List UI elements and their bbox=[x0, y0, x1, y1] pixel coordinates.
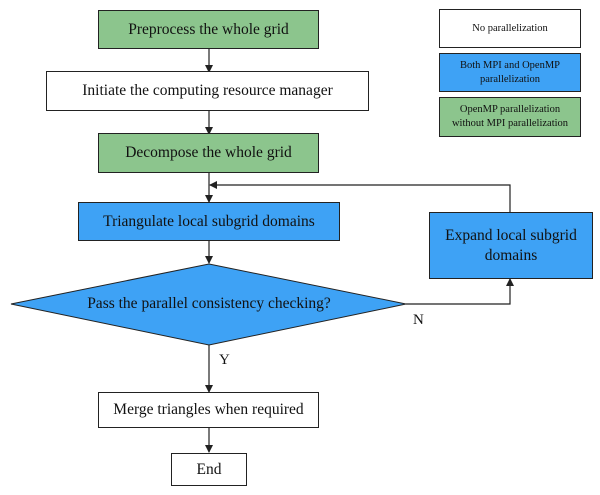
legend-mpi-openmp-label: Both MPI and OpenMP parallelization bbox=[459, 59, 561, 85]
step-decompose-label: Decompose the whole grid bbox=[125, 144, 292, 162]
legend-mpi-openmp: Both MPI and OpenMP parallelization bbox=[439, 53, 581, 92]
step-triangulate: Triangulate local subgrid domains bbox=[78, 202, 340, 241]
legend-openmp-only-label: OpenMP parallelization without MPI paral… bbox=[451, 104, 569, 129]
step-check-label: Pass the parallel consistency checking? bbox=[87, 295, 331, 313]
step-preprocess-label: Preprocess the whole grid bbox=[128, 20, 289, 38]
step-end-label: End bbox=[196, 460, 222, 478]
label-yes: Y bbox=[219, 352, 230, 368]
step-expand: Expand local subgrid domains bbox=[429, 212, 593, 279]
step-check: Pass the parallel consistency checking? bbox=[60, 290, 358, 318]
step-initiate: Initiate the computing resource manager bbox=[46, 71, 369, 111]
arrow-check-to-expand bbox=[406, 278, 514, 305]
step-initiate-label: Initiate the computing resource manager bbox=[82, 82, 333, 100]
step-expand-label: Expand local subgrid domains bbox=[445, 227, 577, 264]
legend-openmp-only: OpenMP parallelization without MPI paral… bbox=[439, 97, 581, 137]
step-decompose: Decompose the whole grid bbox=[98, 133, 319, 173]
decision-diamond bbox=[10, 263, 407, 346]
legend-no-parallelization-label: No parallelization bbox=[472, 22, 548, 34]
legend-no-parallelization: No parallelization bbox=[439, 9, 581, 48]
step-triangulate-label: Triangulate local subgrid domains bbox=[103, 212, 315, 230]
label-no: N bbox=[413, 312, 424, 328]
step-preprocess: Preprocess the whole grid bbox=[98, 10, 319, 49]
step-merge-label: Merge triangles when required bbox=[113, 401, 304, 419]
arrow-expand-to-loop bbox=[209, 181, 511, 212]
step-end: End bbox=[171, 453, 247, 486]
step-merge: Merge triangles when required bbox=[98, 392, 319, 428]
